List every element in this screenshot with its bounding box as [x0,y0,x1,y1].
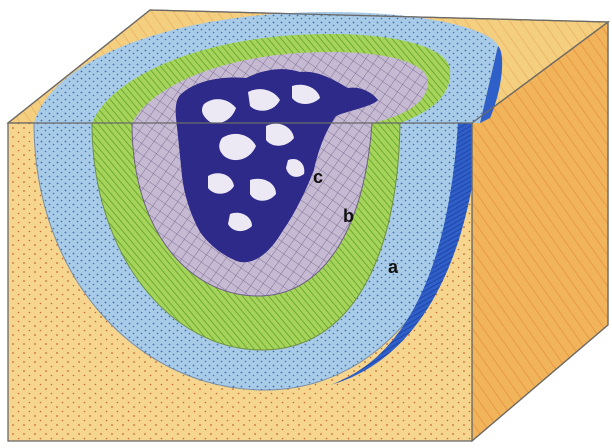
label-a: a [388,257,399,277]
label-c: c [313,167,323,187]
label-b: b [343,206,354,226]
